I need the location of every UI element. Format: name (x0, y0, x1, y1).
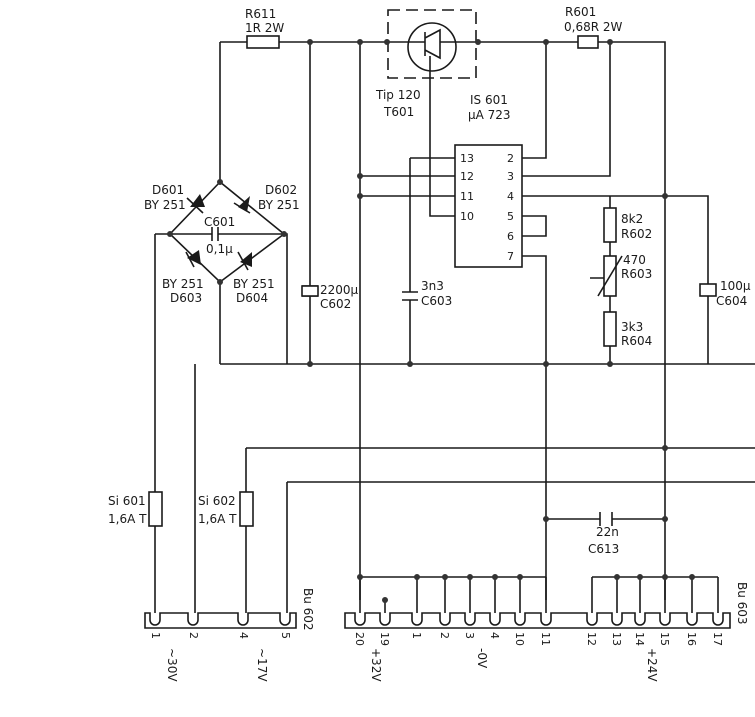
d601-ref: D601 (152, 183, 184, 197)
ic-pin-6: 6 (507, 230, 514, 243)
r604-ref: R604 (621, 334, 652, 348)
d603-ref: D603 (170, 291, 202, 305)
is601-ref: IS 601 (470, 93, 508, 107)
d601-type: BY 251 (144, 198, 186, 212)
bu603-pin-16: 16 (685, 632, 698, 646)
ic-pin-4: 4 (507, 190, 514, 203)
c604-ref: C604 (716, 294, 747, 308)
d602-ref: D602 (265, 183, 297, 197)
t601-ref: T601 (383, 105, 414, 119)
main-label-32v: +32V (369, 648, 383, 682)
ic-pin-5: 5 (507, 210, 514, 223)
c604-value: 100μ (720, 279, 751, 293)
c613-value: 22n (596, 525, 619, 539)
si602-value: 1,6A T (198, 512, 237, 526)
main-label-0v: -0V (475, 648, 489, 669)
bu602-label-30v: ~30V (165, 648, 179, 682)
main-pin-20: 20 (353, 632, 366, 646)
capacitor-c603 (402, 291, 418, 301)
resistor-r604 (603, 311, 617, 347)
r604-value: 3k3 (621, 320, 643, 334)
si601-ref: Si 601 (108, 494, 146, 508)
bu602-pin-1: 1 (149, 632, 162, 639)
fuse-si601 (148, 491, 163, 527)
bu603-pin-13: 13 (610, 632, 623, 646)
c602-ref: C602 (320, 297, 351, 311)
bu603-pin-17: 17 (711, 632, 724, 646)
r601-value: 0,68R 2W (564, 20, 623, 34)
d602-type: BY 251 (258, 198, 300, 212)
bu603-pin-12: 12 (585, 632, 598, 646)
is601-type: μA 723 (468, 108, 511, 122)
c601-ref: C601 (204, 215, 235, 229)
capacitor-c604 (699, 283, 717, 297)
bu602-pin-2: 2 (187, 632, 200, 639)
connector-main (344, 612, 731, 629)
diode-d602 (233, 196, 251, 214)
junction-dots (167, 39, 695, 603)
ic-pin-10: 10 (460, 210, 474, 223)
labels: R611 1R 2W R601 0,68R 2W Tip 120 T601 IS… (108, 5, 751, 682)
potentiometer-r603 (597, 255, 623, 297)
fuse-si602 (239, 491, 254, 527)
si602-ref: Si 602 (198, 494, 236, 508)
resistor-r601 (577, 35, 599, 49)
ic-pin-12: 12 (460, 170, 474, 183)
bu602-pin-5: 5 (279, 632, 292, 639)
c601-value: 0,1μ (206, 242, 233, 256)
bu603-pin-15: 15 (658, 632, 671, 646)
diode-d603 (185, 250, 201, 268)
main-pin-3: 3 (463, 632, 476, 639)
t601-type: Tip 120 (375, 88, 421, 102)
r603-ref: R603 (621, 267, 652, 281)
main-pin-11: 11 (539, 632, 552, 646)
c602-value: 2200μ (320, 283, 359, 297)
capacitor-c601 (211, 227, 219, 241)
ic-pin-13: 13 (460, 152, 474, 165)
ic-pin-7: 7 (507, 250, 514, 263)
r602-value: 8k2 (621, 212, 643, 226)
main-pin-19: 19 (378, 632, 391, 646)
c603-value: 3n3 (421, 279, 444, 293)
ic-pin-3: 3 (507, 170, 514, 183)
bu603-label-24v: +24V (645, 648, 659, 682)
ic-is601 (454, 144, 523, 268)
resistor-r611 (246, 35, 280, 49)
bu602-label-17v: ~17V (255, 648, 269, 682)
r601-ref: R601 (565, 5, 596, 19)
d604-ref: D604 (236, 291, 268, 305)
ic-pin-2: 2 (507, 152, 514, 165)
main-pin-1: 1 (410, 632, 423, 639)
diode-d601 (186, 194, 205, 214)
bu603-ref: Bu 603 (735, 582, 749, 625)
r602-ref: R602 (621, 227, 652, 241)
main-pin-10: 10 (513, 632, 526, 646)
main-pin-4: 4 (488, 632, 501, 639)
connector-bu602 (144, 612, 297, 629)
diode-d604 (237, 251, 252, 271)
resistor-r602 (603, 207, 617, 243)
si601-value: 1,6A T (108, 512, 147, 526)
bu602-pin-4: 4 (237, 632, 250, 639)
bu603-pin-14: 14 (633, 632, 646, 646)
c603-ref: C603 (421, 294, 452, 308)
d603-type: BY 251 (162, 277, 204, 291)
capacitor-c602 (301, 285, 319, 297)
bu602-ref: Bu 602 (301, 588, 315, 631)
r611-ref: R611 (245, 7, 276, 21)
r611-value: 1R 2W (245, 21, 284, 35)
c613-ref: C613 (588, 542, 619, 556)
transistor-t601 (387, 9, 477, 79)
main-pin-2: 2 (438, 632, 451, 639)
capacitor-c613 (599, 512, 613, 526)
wires (154, 41, 755, 613)
r603-value: 470 (623, 253, 646, 267)
d604-type: BY 251 (233, 277, 275, 291)
ic-pin-11: 11 (460, 190, 474, 203)
